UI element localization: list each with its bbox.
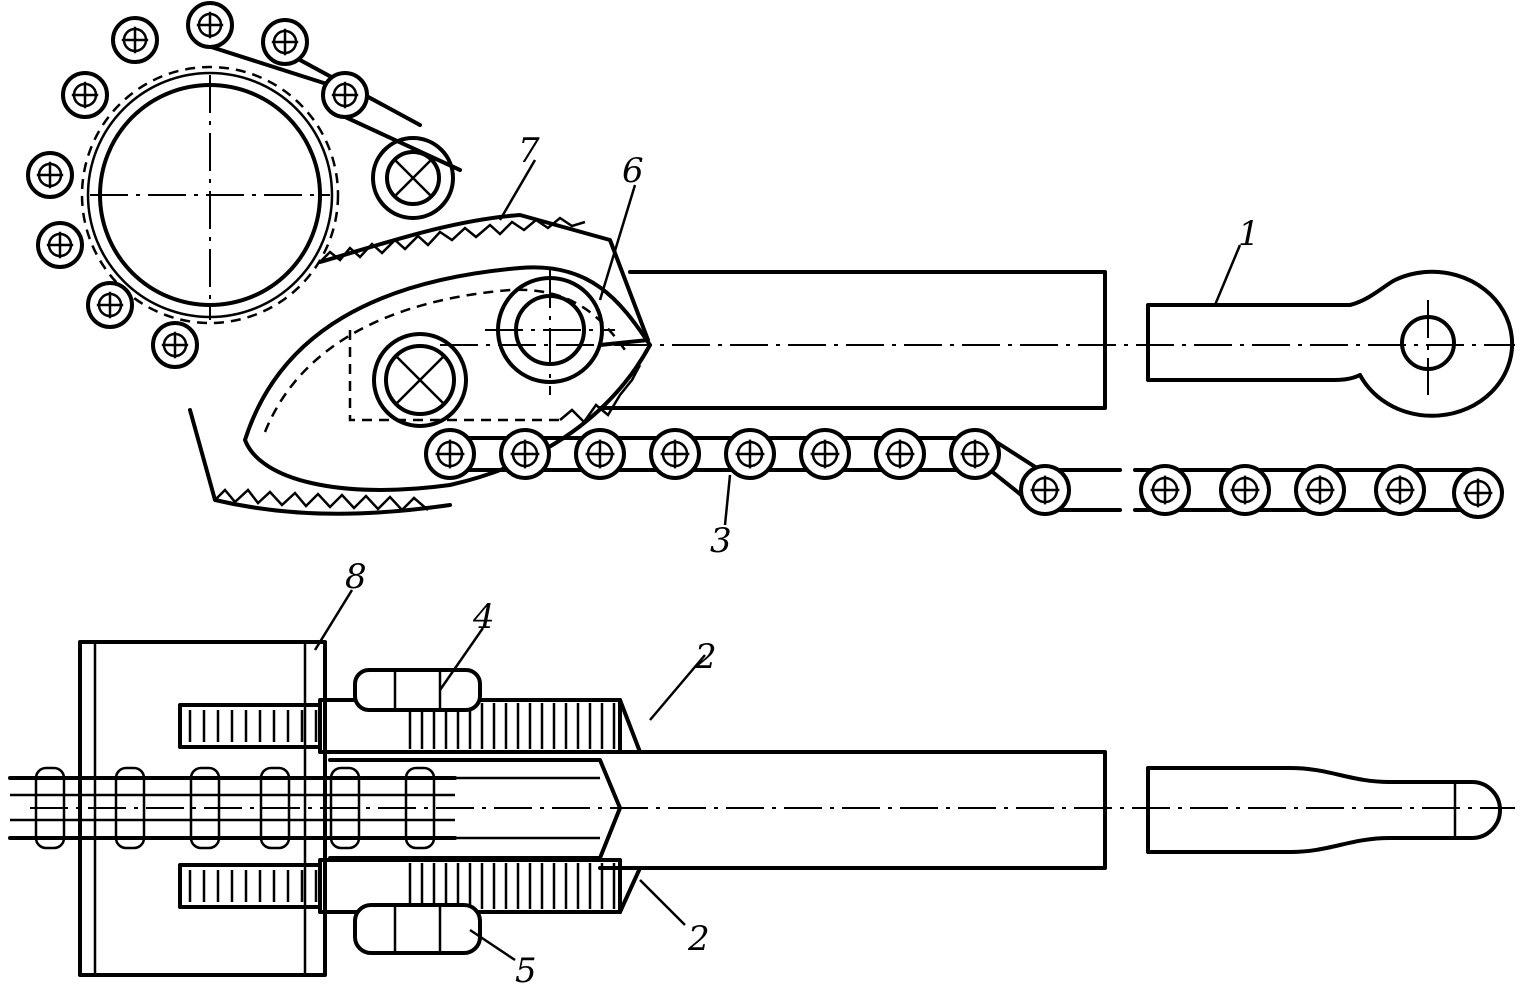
pin-7 [371, 136, 455, 220]
handle-bar-side [598, 750, 1107, 870]
chain-roller [1374, 464, 1426, 516]
chain-side-view [8, 766, 457, 850]
chain-roller [26, 151, 74, 199]
handle-end-side [1146, 766, 1502, 854]
chain-roller [874, 428, 926, 480]
handle-end-part-1 [1146, 269, 1515, 418]
label-6: 6 [622, 151, 644, 191]
pivot-pin-6 [485, 270, 615, 395]
chain-roller [499, 428, 551, 480]
chain-roller [949, 428, 1001, 480]
chain-roller [151, 321, 199, 369]
chain-roller [86, 281, 134, 329]
chain-roller [186, 1, 234, 49]
label-2-upper: 2 [694, 637, 717, 677]
label-7: 7 [518, 131, 540, 171]
top-view [26, 1, 1515, 526]
pivot-pin-main [372, 332, 468, 428]
chain-roller [799, 428, 851, 480]
chain-roller [424, 428, 476, 480]
label-8: 8 [345, 557, 367, 597]
chain-roller [61, 71, 109, 119]
chain-part-3 [424, 428, 1504, 519]
label-2-lower: 2 [687, 919, 710, 959]
bolt-part-4 [353, 668, 482, 712]
upper-toothed-jaw [318, 213, 650, 347]
chain-roller [111, 16, 159, 64]
chain-roller [1294, 464, 1346, 516]
chain-roller [261, 18, 309, 66]
pipe-side-part-8 [78, 640, 327, 977]
chain-roller [649, 428, 701, 480]
chain-roller [36, 221, 84, 269]
handle-bar [598, 270, 1107, 410]
chain-roller [1452, 467, 1504, 519]
chain-roller [574, 428, 626, 480]
chain-roller [1219, 464, 1271, 516]
chain-roller [1019, 464, 1071, 516]
label-5: 5 [515, 951, 537, 988]
chain-around-pipe [26, 1, 462, 369]
chain-roller [1139, 464, 1191, 516]
label-1: 1 [1238, 214, 1260, 254]
bottom-view [8, 589, 1515, 977]
label-4: 4 [472, 597, 495, 637]
chain-roller [724, 428, 776, 480]
bolt-part-5 [353, 903, 482, 955]
lower-toothed-jaw [188, 364, 642, 516]
label-3: 3 [710, 521, 732, 561]
chain-roller [321, 71, 369, 119]
